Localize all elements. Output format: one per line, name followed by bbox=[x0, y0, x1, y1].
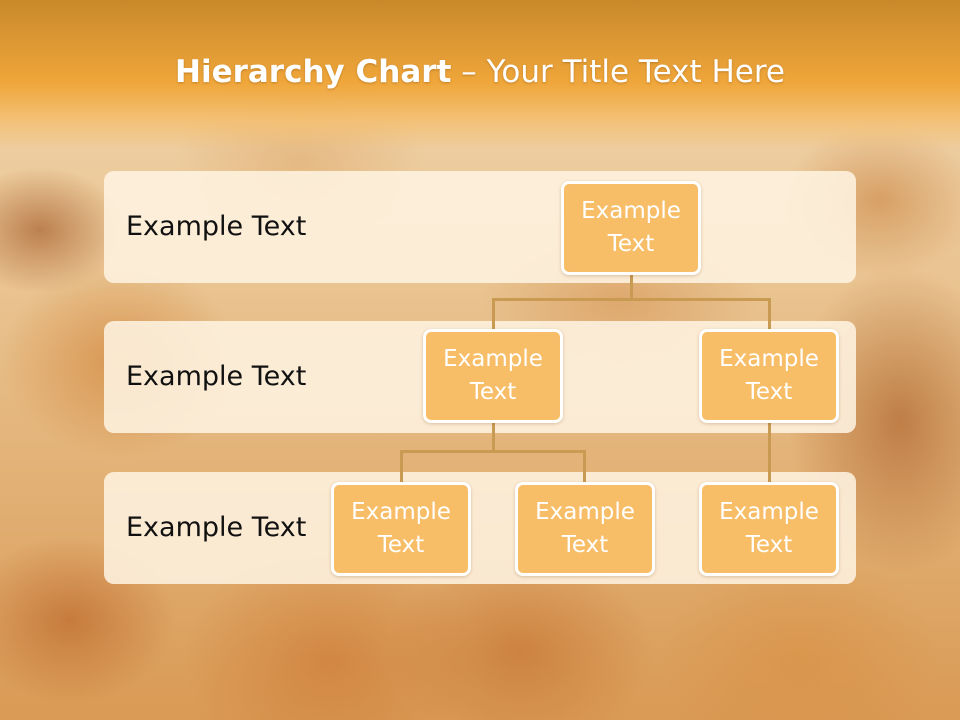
level-band-1: Example Text bbox=[104, 171, 856, 283]
level-label-1: Example Text bbox=[126, 211, 307, 242]
level-label-2: Example Text bbox=[126, 361, 307, 392]
node-level3-a[interactable]: Example Text bbox=[331, 482, 471, 576]
connector-root-down bbox=[630, 273, 633, 300]
node-level3-b[interactable]: Example Text bbox=[515, 482, 655, 576]
node-root[interactable]: Example Text bbox=[561, 181, 701, 275]
node-level3-c[interactable]: Example Text bbox=[699, 482, 839, 576]
connector-level2-left-down bbox=[492, 422, 495, 452]
connector-level2-horizontal bbox=[492, 298, 771, 301]
slide-title: Hierarchy Chart – Your Title Text Here bbox=[0, 54, 960, 90]
node-level2-right[interactable]: Example Text bbox=[699, 329, 839, 423]
level-label-3: Example Text bbox=[126, 512, 307, 543]
connector-to-level2-right bbox=[768, 298, 771, 330]
connector-to-level2-left bbox=[492, 298, 495, 330]
connector-to-level3-b bbox=[583, 450, 586, 483]
node-level2-left[interactable]: Example Text bbox=[423, 329, 563, 423]
title-bold: Hierarchy Chart bbox=[175, 54, 452, 90]
connector-level3-horizontal bbox=[400, 450, 586, 453]
title-bar bbox=[0, 0, 960, 150]
title-rest: – Your Title Text Here bbox=[451, 54, 785, 90]
connector-to-level3-a bbox=[400, 450, 403, 483]
connector-to-level3-c bbox=[768, 422, 771, 483]
